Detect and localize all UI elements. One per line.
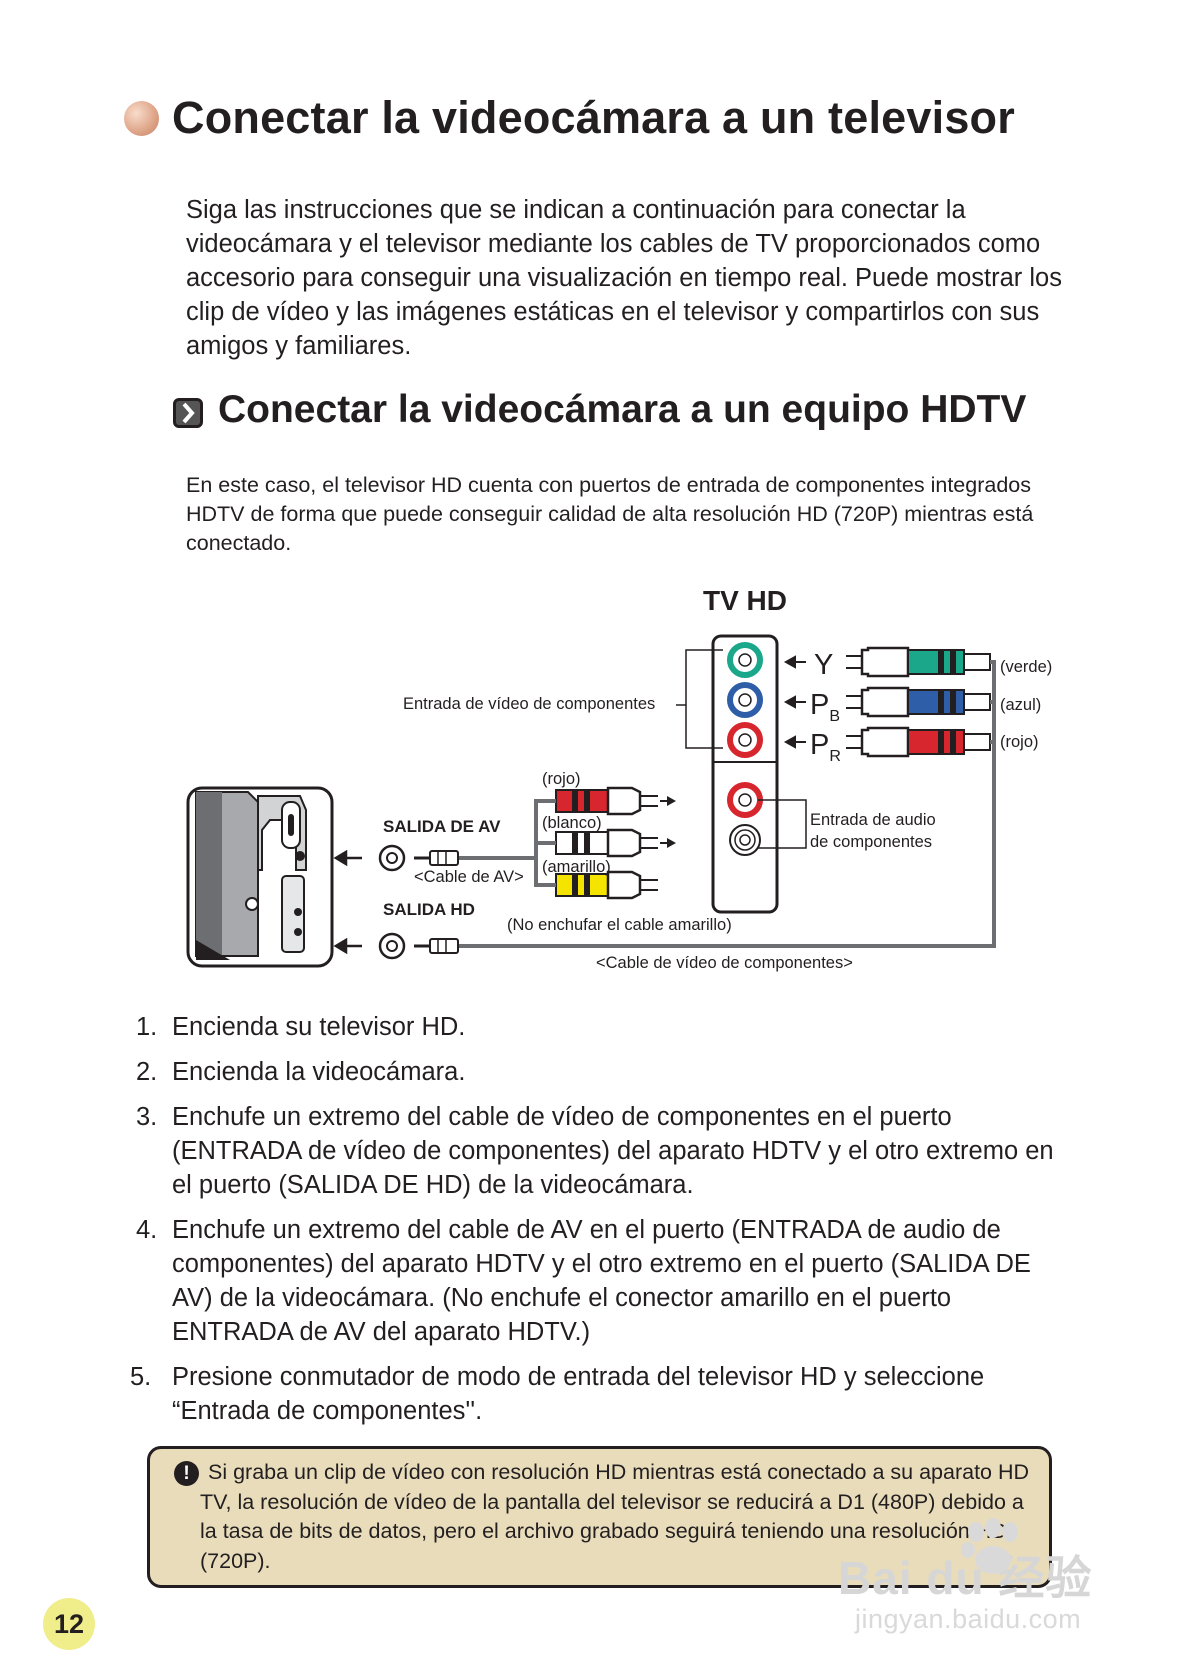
red-plug-component	[846, 726, 991, 758]
watermark-logo: Bai du 经验	[838, 1552, 1093, 1604]
tv-label: TV HD	[703, 585, 787, 616]
note-box	[147, 1446, 1052, 1588]
red-label-left: (rojo)	[542, 770, 581, 788]
svg-text:PR: PR	[810, 729, 841, 765]
white-label: (blanco)	[542, 814, 602, 832]
white-plug-av	[555, 828, 676, 858]
camcorder-illustration	[186, 786, 334, 968]
pb-sub: B	[829, 708, 840, 725]
paw-icon	[961, 1518, 1018, 1574]
step-item: 3.Enchufe un extremo del cable de vídeo …	[136, 1103, 1054, 1199]
title-bullet-icon	[124, 101, 159, 136]
component-video-input-label: Entrada de vídeo de componentes	[403, 695, 655, 713]
step-item: 2.Encienda la videocámara.	[136, 1058, 466, 1086]
blue-plug	[846, 686, 991, 718]
watermark-url: jingyan.baidu.com	[855, 1604, 1082, 1634]
exclamation-icon: !	[174, 1461, 199, 1486]
intro-paragraph: Siga las instrucciones que se indican a …	[186, 196, 1062, 360]
tv-port-y[interactable]	[727, 642, 763, 678]
y-label: Y	[814, 649, 833, 681]
pr-sub: R	[829, 748, 841, 765]
blue-label: (azul)	[1000, 696, 1041, 714]
red-label-right: (rojo)	[1000, 733, 1039, 751]
chevron-right-icon	[173, 398, 203, 428]
step-item: 1.Encienda su televisor HD.	[136, 1013, 466, 1041]
audio-input-label-2: de componentes	[810, 833, 932, 851]
steps-list: 1.Encienda su televisor HD. 2.Encienda l…	[130, 1010, 1070, 1439]
section-subtitle: Conectar la videocámara a un equipo HDTV	[218, 388, 1027, 431]
connection-diagram: TV HD Entrada de vídeo de componentes En…	[186, 585, 1052, 972]
av-mini-plug	[414, 850, 459, 866]
green-plug	[846, 646, 991, 678]
red-plug-av	[555, 786, 676, 816]
hd-mini-plug	[414, 938, 459, 954]
av-out-label: SALIDA DE AV	[383, 817, 501, 836]
no-yellow-label: (No enchufar el cable amarillo)	[507, 916, 732, 934]
tv-port-audio-white[interactable]	[729, 824, 761, 856]
tv-port-audio-red[interactable]	[727, 782, 763, 818]
av-plugs	[555, 786, 676, 900]
note-text: Si graba un clip de vídeo con resolución…	[200, 1460, 1030, 1573]
tv-port-pr[interactable]	[727, 722, 763, 758]
svg-text:PB: PB	[810, 689, 840, 725]
component-cable-label: <Cable de vídeo de componentes>	[596, 954, 853, 972]
av-out-jack[interactable]	[378, 844, 406, 872]
step-item: 5.Presione conmutador de modo de entrada…	[130, 1363, 985, 1425]
hdtv-paragraph: En este caso, el televisor HD cuenta con…	[186, 473, 1034, 555]
hd-out-label: SALIDA HD	[383, 900, 475, 919]
tv-port-pb[interactable]	[727, 682, 763, 718]
page-title: Conectar la videocámara a un televisor	[172, 92, 1015, 143]
pb-label: P	[810, 689, 829, 721]
audio-input-label-1: Entrada de audio	[810, 811, 936, 829]
yellow-label: (amarillo)	[542, 858, 611, 876]
hd-out-jack[interactable]	[378, 932, 406, 960]
step-item: 4.Enchufe un extremo del cable de AV en …	[136, 1216, 1031, 1346]
pr-label: P	[810, 729, 829, 761]
page-number: 12	[43, 1598, 95, 1650]
av-cable-label: <Cable de AV>	[414, 868, 524, 886]
green-label: (verde)	[1000, 658, 1052, 676]
